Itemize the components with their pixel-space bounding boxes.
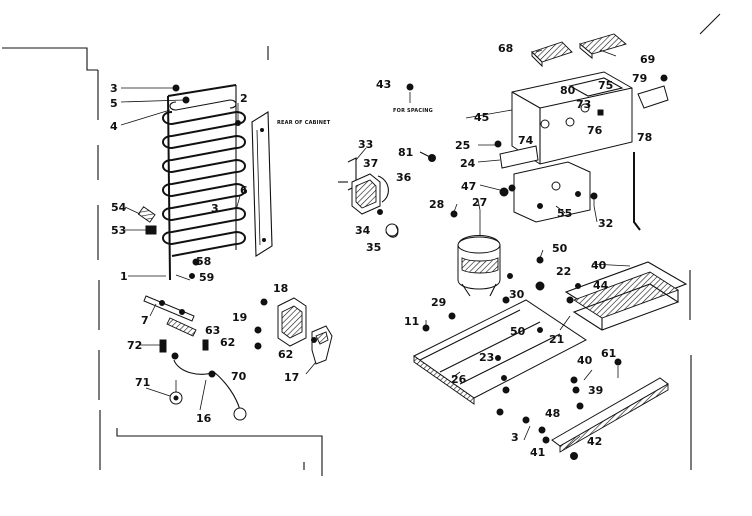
callout-26: 26 [451, 373, 467, 386]
callout-78: 78 [637, 131, 652, 144]
callout-21: 21 [549, 333, 564, 346]
callout-41: 41 [530, 446, 545, 459]
callout-55: 55 [557, 207, 572, 220]
callout-11: 11 [404, 315, 419, 328]
callout-74: 74 [518, 134, 534, 147]
callout-50: 50 [552, 242, 568, 255]
callout-2: 2 [240, 92, 248, 105]
callout-40: 40 [591, 259, 607, 272]
callout-29: 29 [431, 296, 446, 309]
callout-30: 30 [509, 288, 525, 301]
callout-62: 62 [278, 348, 293, 361]
callout-25: 25 [455, 139, 470, 152]
callout-3: 3 [211, 202, 219, 215]
callout-53: 53 [111, 224, 126, 237]
callout-73: 73 [576, 98, 591, 111]
top-grilles [531, 33, 627, 68]
callout-79: 79 [632, 72, 647, 85]
callout-44: 44 [593, 279, 609, 292]
callout-47: 47 [461, 180, 476, 193]
callout-76: 76 [587, 124, 603, 137]
callout-27: 27 [472, 196, 487, 209]
callout-19: 19 [232, 311, 247, 324]
callout-1: 1 [120, 270, 128, 283]
callout-71: 71 [135, 376, 150, 389]
callout-35: 35 [366, 241, 381, 254]
callout-6: 6 [240, 184, 248, 197]
callout-34: 34 [355, 224, 371, 237]
callout-58: 58 [196, 255, 211, 268]
note-for-spacing: FOR SPACING [393, 108, 433, 114]
callout-3: 3 [110, 82, 118, 95]
callout-7: 7 [141, 314, 149, 327]
compressor [450, 210, 513, 297]
callout-16: 16 [196, 412, 212, 425]
callout-80: 80 [560, 84, 576, 97]
callout-28: 28 [429, 198, 444, 211]
callout-leaders [120, 49, 631, 449]
callout-72: 72 [127, 339, 142, 352]
callout-43: 43 [376, 78, 391, 91]
callout-81: 81 [398, 146, 413, 159]
callout-50: 50 [510, 325, 526, 338]
callout-68: 68 [498, 42, 513, 55]
callout-18: 18 [273, 282, 288, 295]
callout-22: 22 [556, 265, 571, 278]
callout-75: 75 [598, 79, 613, 92]
callout-39: 39 [588, 384, 603, 397]
callout-17: 17 [284, 371, 299, 384]
callout-63: 63 [205, 324, 220, 337]
callout-48: 48 [545, 407, 560, 420]
callout-32: 32 [598, 217, 613, 230]
callout-3: 3 [511, 431, 519, 444]
callout-labels: 3 5 4 2 6 3 54 53 1 58 59 7 63 72 62 62 … [110, 42, 655, 459]
callout-59: 59 [199, 271, 214, 284]
callout-36: 36 [396, 171, 412, 184]
callout-61: 61 [601, 347, 616, 360]
control-bracket [254, 297, 333, 365]
callout-4: 4 [110, 120, 118, 133]
callout-69: 69 [640, 53, 655, 66]
freezer-housing [511, 71, 669, 231]
evaporator-coil [162, 84, 246, 281]
callout-62: 62 [220, 336, 235, 349]
callout-42: 42 [587, 435, 602, 448]
front-rail [496, 358, 669, 460]
callout-40: 40 [577, 354, 593, 367]
condenser-coil [564, 261, 688, 331]
callout-37: 37 [363, 157, 378, 170]
callout-70: 70 [231, 370, 247, 383]
fan-bracket [494, 140, 598, 223]
cabinet-frame [2, 13, 721, 476]
note-rear-of-cabinet-line1: REAR OF CABINET [277, 120, 331, 126]
callout-45: 45 [474, 111, 489, 124]
callout-33: 33 [358, 138, 373, 151]
rear-panel: REAR OF CABINET [251, 111, 331, 257]
callout-24: 24 [460, 157, 476, 170]
callout-23: 23 [479, 351, 494, 364]
spacer-43: FOR SPACING [393, 83, 433, 114]
callout-5: 5 [110, 97, 118, 110]
left-fasteners [137, 84, 247, 421]
callout-54: 54 [111, 201, 127, 214]
relay-assembly [338, 151, 436, 238]
